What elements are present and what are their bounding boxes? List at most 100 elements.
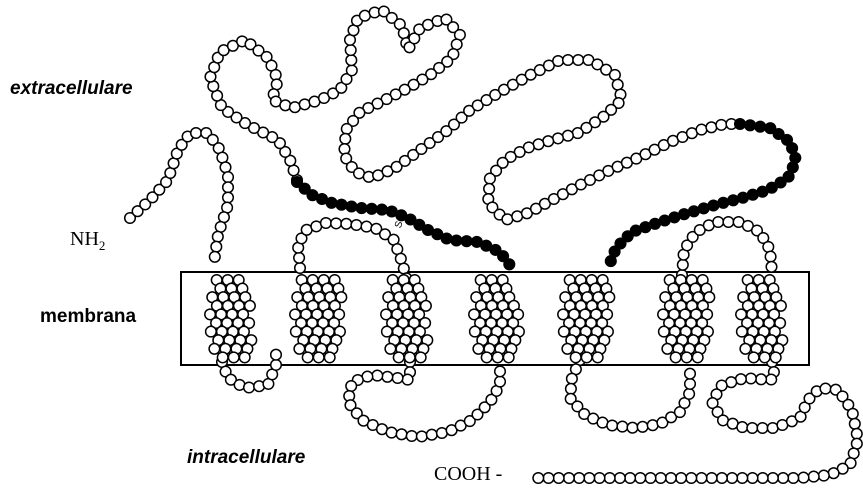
- residue-circle: [495, 366, 506, 377]
- residue-circle: [502, 214, 513, 225]
- residue-circle: [604, 473, 615, 484]
- residue-circle: [553, 133, 564, 144]
- residue-circle: [685, 379, 696, 390]
- residue-circle: [768, 473, 779, 484]
- highlighted-residue: [728, 195, 739, 206]
- c-terminus-label: COOH -: [434, 463, 502, 486]
- helix-residue: [570, 352, 581, 363]
- helix-residue: [382, 326, 393, 337]
- residue-circle: [566, 384, 577, 395]
- residue-circle: [852, 429, 863, 440]
- residue-circle: [553, 56, 564, 67]
- residue-circle: [763, 242, 774, 253]
- residue-circle: [788, 473, 799, 484]
- residue-circle: [676, 473, 687, 484]
- residue-circle: [553, 473, 564, 484]
- residue-circle: [295, 263, 306, 274]
- helix-residue: [770, 352, 781, 363]
- helix-residue: [228, 352, 239, 363]
- residue-circle: [686, 473, 697, 484]
- residue-circle: [244, 382, 255, 393]
- highlighted-residue: [504, 259, 515, 270]
- transmembrane-helices: [205, 275, 788, 363]
- residue-circle: [685, 368, 696, 379]
- residue-circle: [820, 383, 831, 394]
- residue-circle: [271, 349, 282, 360]
- residue-circle: [594, 473, 605, 484]
- residue-circle: [696, 473, 707, 484]
- residue-circle: [635, 473, 646, 484]
- residue-circle: [617, 421, 628, 432]
- highlighted-residue: [461, 236, 472, 247]
- residue-circle: [340, 134, 351, 145]
- residue-circle: [625, 473, 636, 484]
- residue-circle: [191, 128, 202, 139]
- helix-residue: [393, 352, 404, 363]
- residue-circle: [220, 162, 231, 173]
- residue-circle: [637, 422, 648, 433]
- residue-circle: [543, 473, 554, 484]
- helix-residue: [748, 352, 759, 363]
- amino-acid-chain: [125, 6, 862, 483]
- residue-circle: [737, 473, 748, 484]
- residue-circle: [417, 431, 428, 442]
- helix-residue: [385, 344, 396, 355]
- helix-residue: [324, 352, 335, 363]
- residue-circle: [607, 420, 618, 431]
- highlighted-residue: [346, 201, 357, 212]
- residue-circle: [280, 100, 291, 111]
- helix-residue: [740, 344, 751, 355]
- residue-circle: [223, 182, 234, 193]
- helix-residue: [670, 352, 681, 363]
- residue-circle: [211, 241, 222, 252]
- residue-circle: [361, 221, 372, 232]
- residue-circle: [766, 374, 777, 385]
- residue-circle: [612, 79, 623, 90]
- helix-residue: [759, 352, 770, 363]
- highlighted-residue: [755, 121, 766, 132]
- residue-circle: [723, 217, 734, 228]
- helix-residue: [503, 352, 514, 363]
- residue-circle: [757, 473, 768, 484]
- residue-circle: [706, 122, 717, 133]
- residue-circle: [798, 472, 809, 483]
- helix-residue: [313, 352, 324, 363]
- residue-circle: [347, 65, 358, 76]
- residue-circle: [223, 192, 234, 203]
- residue-circle: [850, 419, 861, 430]
- residue-circle: [406, 431, 417, 442]
- highlighted-residue: [377, 204, 388, 215]
- residue-circle: [210, 251, 221, 262]
- helix-residue: [294, 344, 305, 355]
- residue-circle: [351, 220, 362, 231]
- residue-circle: [495, 376, 506, 387]
- residue-circle: [213, 231, 224, 242]
- residue-circle: [756, 374, 767, 385]
- helix-residue: [681, 352, 692, 363]
- highlighted-residue: [738, 192, 749, 203]
- residue-circle: [828, 468, 839, 479]
- residue-circle: [666, 473, 677, 484]
- residue-circle: [485, 173, 496, 184]
- helix-residue: [302, 352, 313, 363]
- residue-circle: [437, 428, 448, 439]
- residue-circle: [341, 219, 352, 230]
- residue-circle: [271, 360, 282, 371]
- residue-circle: [574, 473, 585, 484]
- intracellular-label: intracellulare: [187, 447, 305, 469]
- residue-circle: [567, 373, 578, 384]
- residue-circle: [713, 217, 724, 228]
- residue-circle: [747, 423, 758, 434]
- residue-circle: [294, 252, 305, 263]
- highlighted-residue: [441, 233, 452, 244]
- highlighted-residue: [606, 256, 617, 267]
- residue-circle: [215, 222, 226, 233]
- helix-residue: [206, 326, 217, 337]
- residue-circle: [757, 423, 768, 434]
- residue-circle: [627, 422, 638, 433]
- residue-circle: [716, 120, 727, 131]
- n-terminus-label: NH2: [70, 228, 105, 254]
- residue-circle: [563, 130, 574, 141]
- helix-residue: [481, 352, 492, 363]
